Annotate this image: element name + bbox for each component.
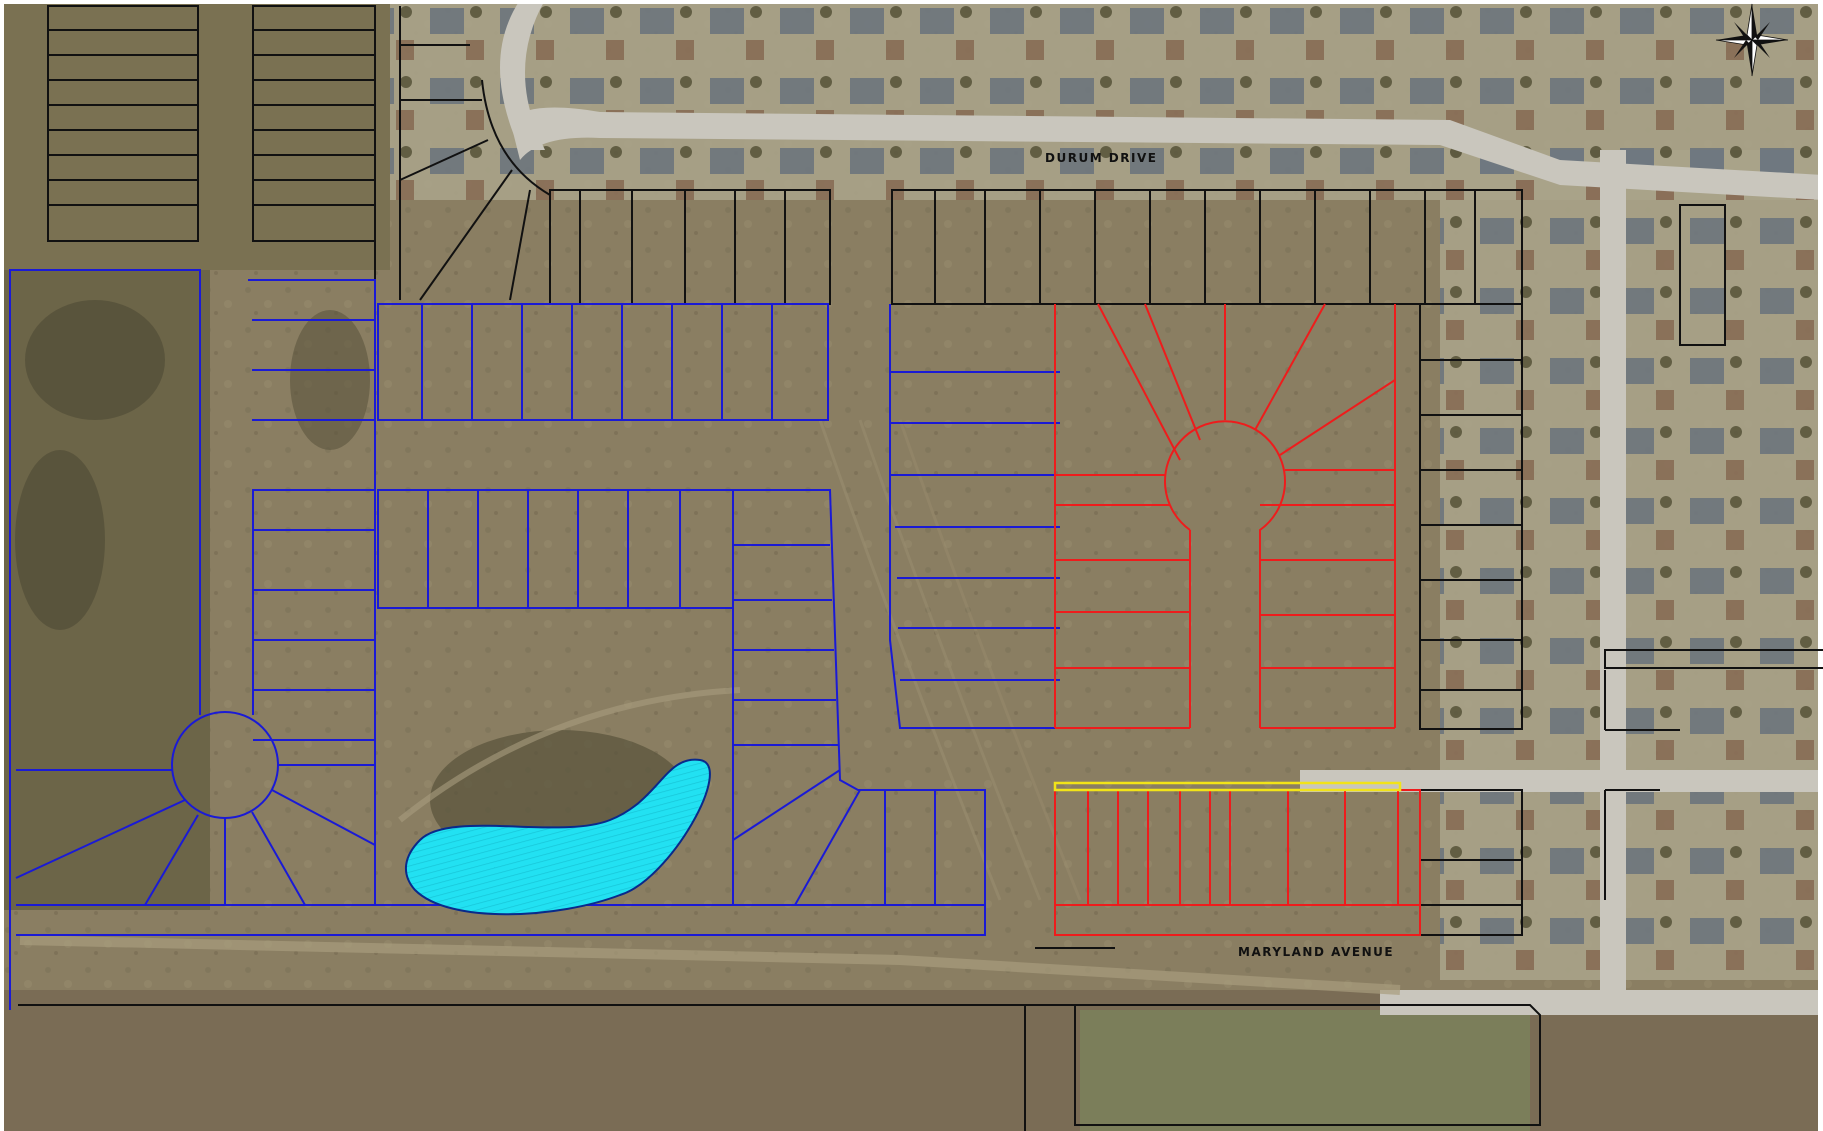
- existing-lot-lines: [18, 5, 1823, 1131]
- stormwater-pond: [405, 758, 711, 916]
- proposed-lots-blue: [9, 269, 1060, 1010]
- highlighted-strip: [1053, 781, 1402, 792]
- compass-rose-icon: [1715, 3, 1789, 77]
- proposed-lots-red: [1054, 303, 1421, 936]
- street-label-maryland-avenue: MARYLAND AVENUE: [1238, 945, 1394, 959]
- street-label-durum-drive: DURUM DRIVE: [1045, 151, 1157, 165]
